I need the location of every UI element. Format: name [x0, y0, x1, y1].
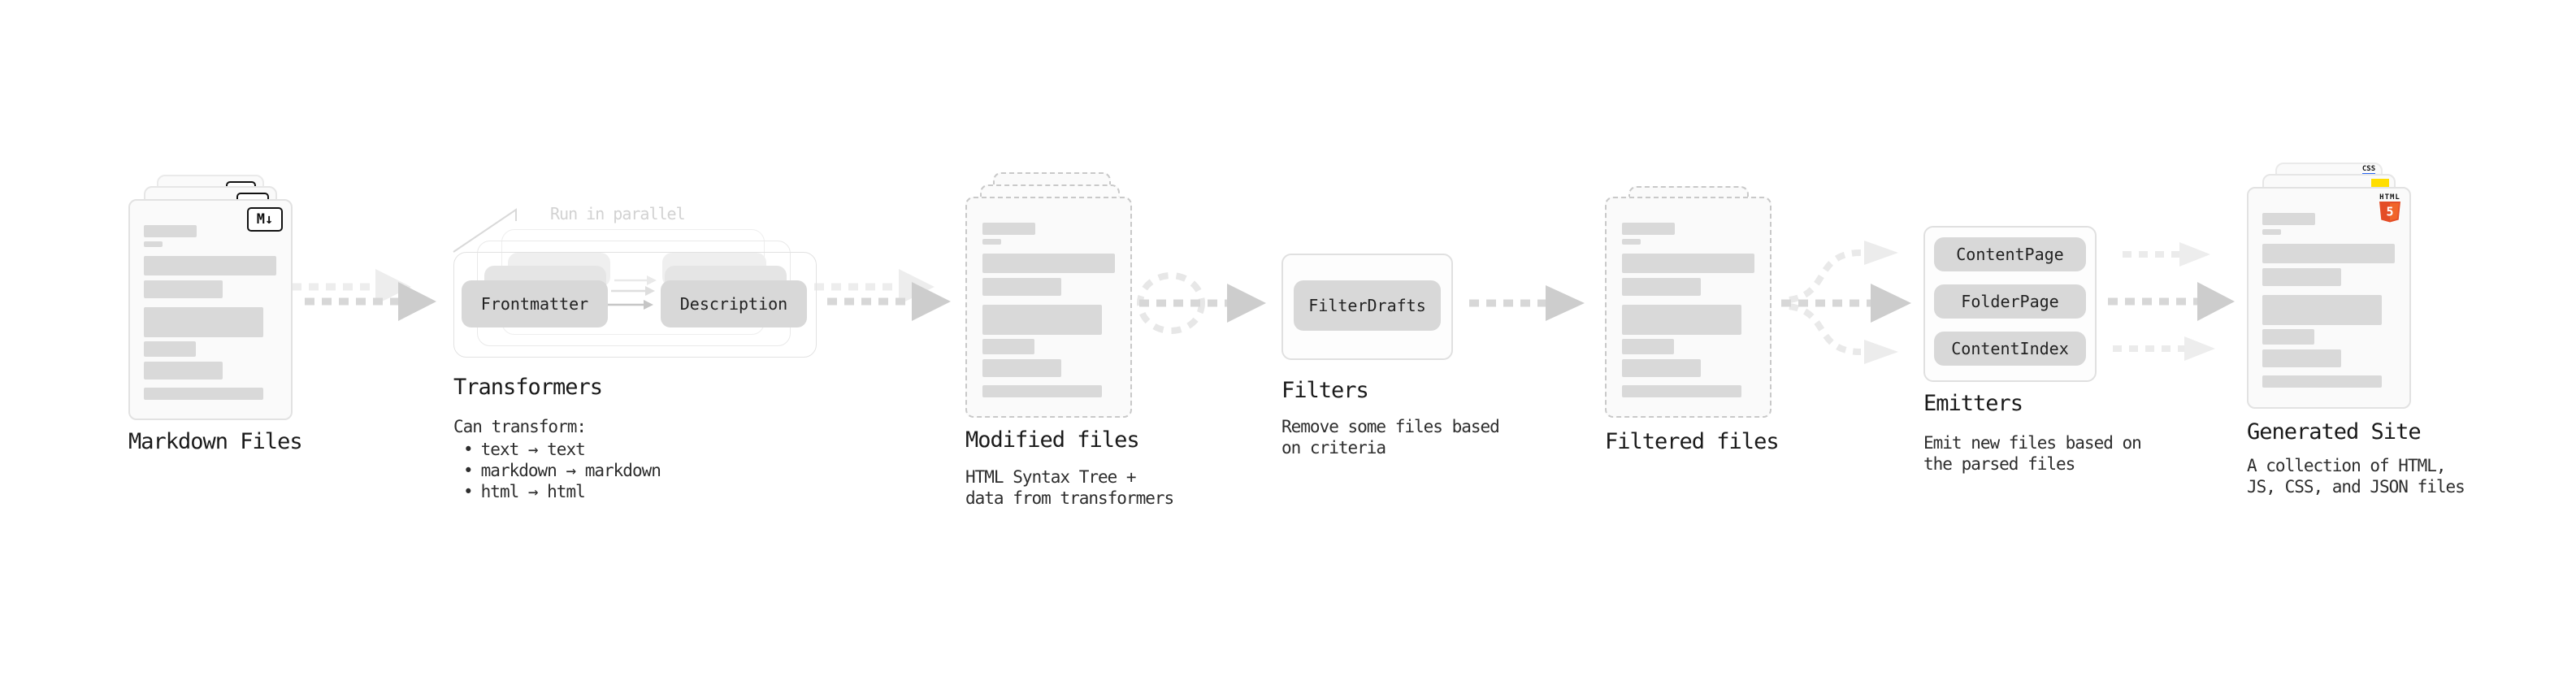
arrow-emitters-to-site-bottom [2113, 336, 2215, 361]
arrow-filtered-to-emitters-bottom [1789, 303, 1898, 364]
content-index-emitter: ContentIndex [1934, 332, 2086, 366]
markdown-file-front: M↓ [128, 199, 293, 420]
transformers-bullet-list: •text → text •markdown → markdown •html … [463, 439, 661, 502]
arrow-transformers-to-modified [827, 282, 951, 321]
site-file-html: HTML 5 [2247, 187, 2411, 409]
arrow-filtered-to-emitters-top [1789, 241, 1898, 303]
iteration-loop [1137, 272, 1205, 334]
transformer-layer-front [453, 252, 817, 358]
arrow-markdown-to-transformers-ghost [292, 269, 411, 305]
filters-subtitle: on criteria [1281, 438, 1386, 458]
modified-files-subtitle: HTML Syntax Tree + [965, 467, 1137, 487]
filter-drafts-step: FilterDrafts [1294, 280, 1441, 331]
css-file-icon: CSS [2361, 165, 2376, 173]
transformers-subtitle: Can transform: [453, 417, 587, 436]
svg-text:5: 5 [2386, 205, 2393, 219]
js-file-icon [2371, 179, 2389, 189]
generated-site-subtitle: A collection of HTML, [2247, 456, 2447, 475]
arrow-filters-to-filtered [1469, 285, 1585, 321]
arrow-markdown-to-transformers [305, 282, 436, 321]
modified-files-subtitle: data from transformers [965, 488, 1174, 508]
modified-files-title: Modified files [965, 427, 1140, 453]
filters-title: Filters [1281, 378, 1369, 403]
arrow-transformers-to-modified-ghost [814, 269, 935, 305]
filtered-file-front [1605, 197, 1772, 418]
markdown-icon: M↓ [247, 207, 283, 232]
bullet-item: •html → html [463, 482, 586, 501]
bullet-item: •markdown → markdown [463, 461, 661, 480]
arrow-filtered-to-emitters-middle [1781, 284, 1911, 323]
emitters-subtitle: the parsed files [1923, 454, 2075, 474]
emitters-subtitle: Emit new files based on [1923, 433, 2142, 453]
html5-logo-icon: HTML 5 [2379, 193, 2401, 226]
bullet-item: •text → text [463, 440, 586, 459]
frontmatter-step: Frontmatter [462, 280, 608, 327]
arrow-modified-to-filters [1139, 284, 1266, 323]
emitters-title: Emitters [1923, 391, 2023, 416]
html5-shield: 5 [2379, 202, 2400, 223]
modified-file-front [965, 197, 1132, 418]
folder-page-emitter: FolderPage [1934, 284, 2086, 319]
arrow-emitters-to-site-middle [2108, 282, 2235, 321]
markdown-files-title: Markdown Files [128, 429, 303, 454]
filtered-files-title: Filtered files [1605, 429, 1780, 454]
parallel-note: Run in parallel [550, 204, 686, 223]
generated-site-subtitle: JS, CSS, and JSON files [2247, 477, 2465, 497]
description-step: Description [661, 280, 807, 327]
arrow-emitters-to-site-top [2123, 242, 2210, 267]
generated-site-title: Generated Site [2247, 419, 2422, 445]
transformers-title: Transformers [453, 375, 603, 400]
content-page-emitter: ContentPage [1934, 237, 2086, 271]
filters-subtitle: Remove some files based [1281, 417, 1500, 436]
